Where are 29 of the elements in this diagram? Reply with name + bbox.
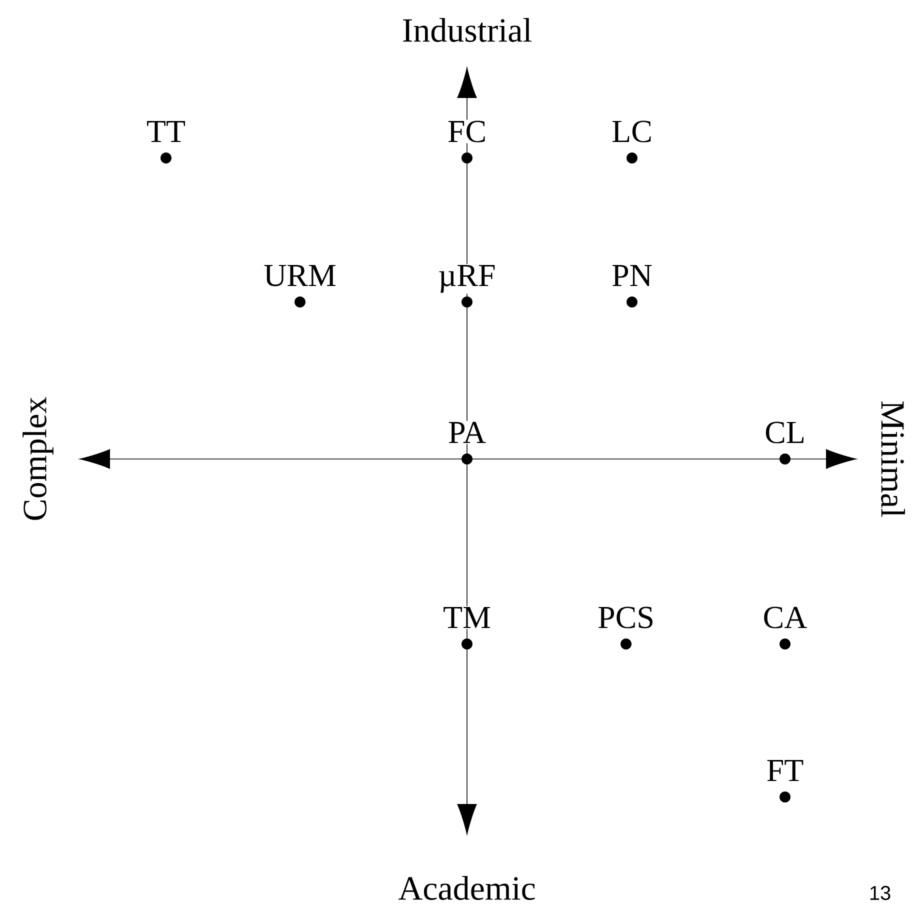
axis-title: Academic (398, 876, 535, 900)
axis-title: Industrial (403, 18, 532, 42)
labeled-point: TM (442, 606, 492, 650)
axis-title: Complex (22, 397, 54, 520)
labeled-point: URM (262, 264, 338, 308)
labeled-point: FT (765, 759, 805, 802)
node-label: CL (766, 422, 804, 444)
labeled-point: CL (764, 420, 806, 464)
node-label: FC (448, 120, 485, 142)
node-label: µRF (439, 265, 495, 293)
labeled-point: TT (145, 120, 187, 164)
node-label: PCS (598, 606, 652, 628)
node-label: LC (612, 120, 651, 142)
node-label: URM (264, 265, 336, 286)
page-number: 13 (870, 886, 890, 900)
labeled-point: PA (447, 420, 487, 464)
axis-title: Minimal (881, 401, 905, 517)
labeled-point: PCS (596, 606, 656, 650)
labeled-point: PN (610, 264, 654, 308)
labeled-point: CA (762, 606, 808, 650)
node-label: PA (448, 422, 486, 443)
node-label: TT (147, 121, 186, 142)
node-label: FT (767, 760, 804, 781)
node-label: TM (444, 607, 490, 628)
node-label: CA (764, 606, 807, 628)
node-label: PN (612, 265, 652, 286)
labeled-point: µRF (437, 264, 497, 308)
labeled-point: LC (610, 120, 654, 164)
labeled-point: FC (446, 120, 488, 164)
